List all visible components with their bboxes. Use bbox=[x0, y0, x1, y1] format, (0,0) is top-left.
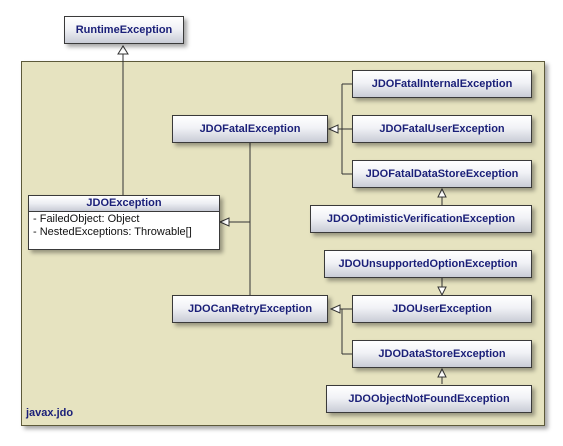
package-label: javax.jdo bbox=[26, 407, 74, 419]
class-name: JDOCanRetryException bbox=[187, 303, 313, 315]
class-name: JDOFatalException bbox=[199, 123, 301, 135]
class-name: JDOFatalDataStoreException bbox=[365, 168, 519, 180]
class-runtime-exception: RuntimeException bbox=[64, 16, 184, 44]
class-jdo-user-exception: JDOUserException bbox=[352, 295, 532, 323]
class-jdo-object-not-found-exception: JDOObjectNotFoundException bbox=[326, 385, 532, 413]
class-jdo-exception: JDOException - FailedObject: Object - Ne… bbox=[28, 195, 220, 250]
class-name: JDODataStoreException bbox=[378, 348, 506, 360]
class-jdo-fatal-internal-exception: JDOFatalInternalException bbox=[352, 70, 532, 98]
class-name: JDOFatalInternalException bbox=[371, 78, 513, 90]
class-jdo-optimistic-verification-exception: JDOOptimisticVerificationException bbox=[310, 205, 532, 233]
attribute-failed-object: - FailedObject: Object bbox=[33, 213, 140, 225]
arrowhead-runtimeexception bbox=[117, 45, 129, 55]
class-jdo-fatal-user-exception: JDOFatalUserException bbox=[352, 115, 532, 143]
class-name: JDOOptimisticVerificationException bbox=[326, 213, 516, 225]
class-jdo-fatal-data-store-exception: JDOFatalDataStoreException bbox=[352, 160, 532, 188]
class-name: JDOFatalUserException bbox=[379, 123, 505, 135]
class-jdo-can-retry-exception: JDOCanRetryException bbox=[172, 295, 328, 323]
class-jdo-fatal-exception: JDOFatalException bbox=[172, 115, 328, 143]
class-jdo-data-store-exception: JDODataStoreException bbox=[352, 340, 532, 368]
class-name: JDOUserException bbox=[392, 303, 492, 315]
attribute-list: - FailedObject: Object - NestedException… bbox=[29, 212, 219, 240]
class-name: JDOUnsupportedOptionException bbox=[338, 258, 518, 270]
attribute-nested-exceptions: - NestedExceptions: Throwable[] bbox=[33, 226, 192, 238]
class-name: JDOObjectNotFoundException bbox=[348, 393, 510, 405]
class-name: JDOException bbox=[29, 196, 219, 212]
class-jdo-unsupported-option-exception: JDOUnsupportedOptionException bbox=[324, 250, 532, 278]
class-name: RuntimeException bbox=[75, 24, 173, 36]
